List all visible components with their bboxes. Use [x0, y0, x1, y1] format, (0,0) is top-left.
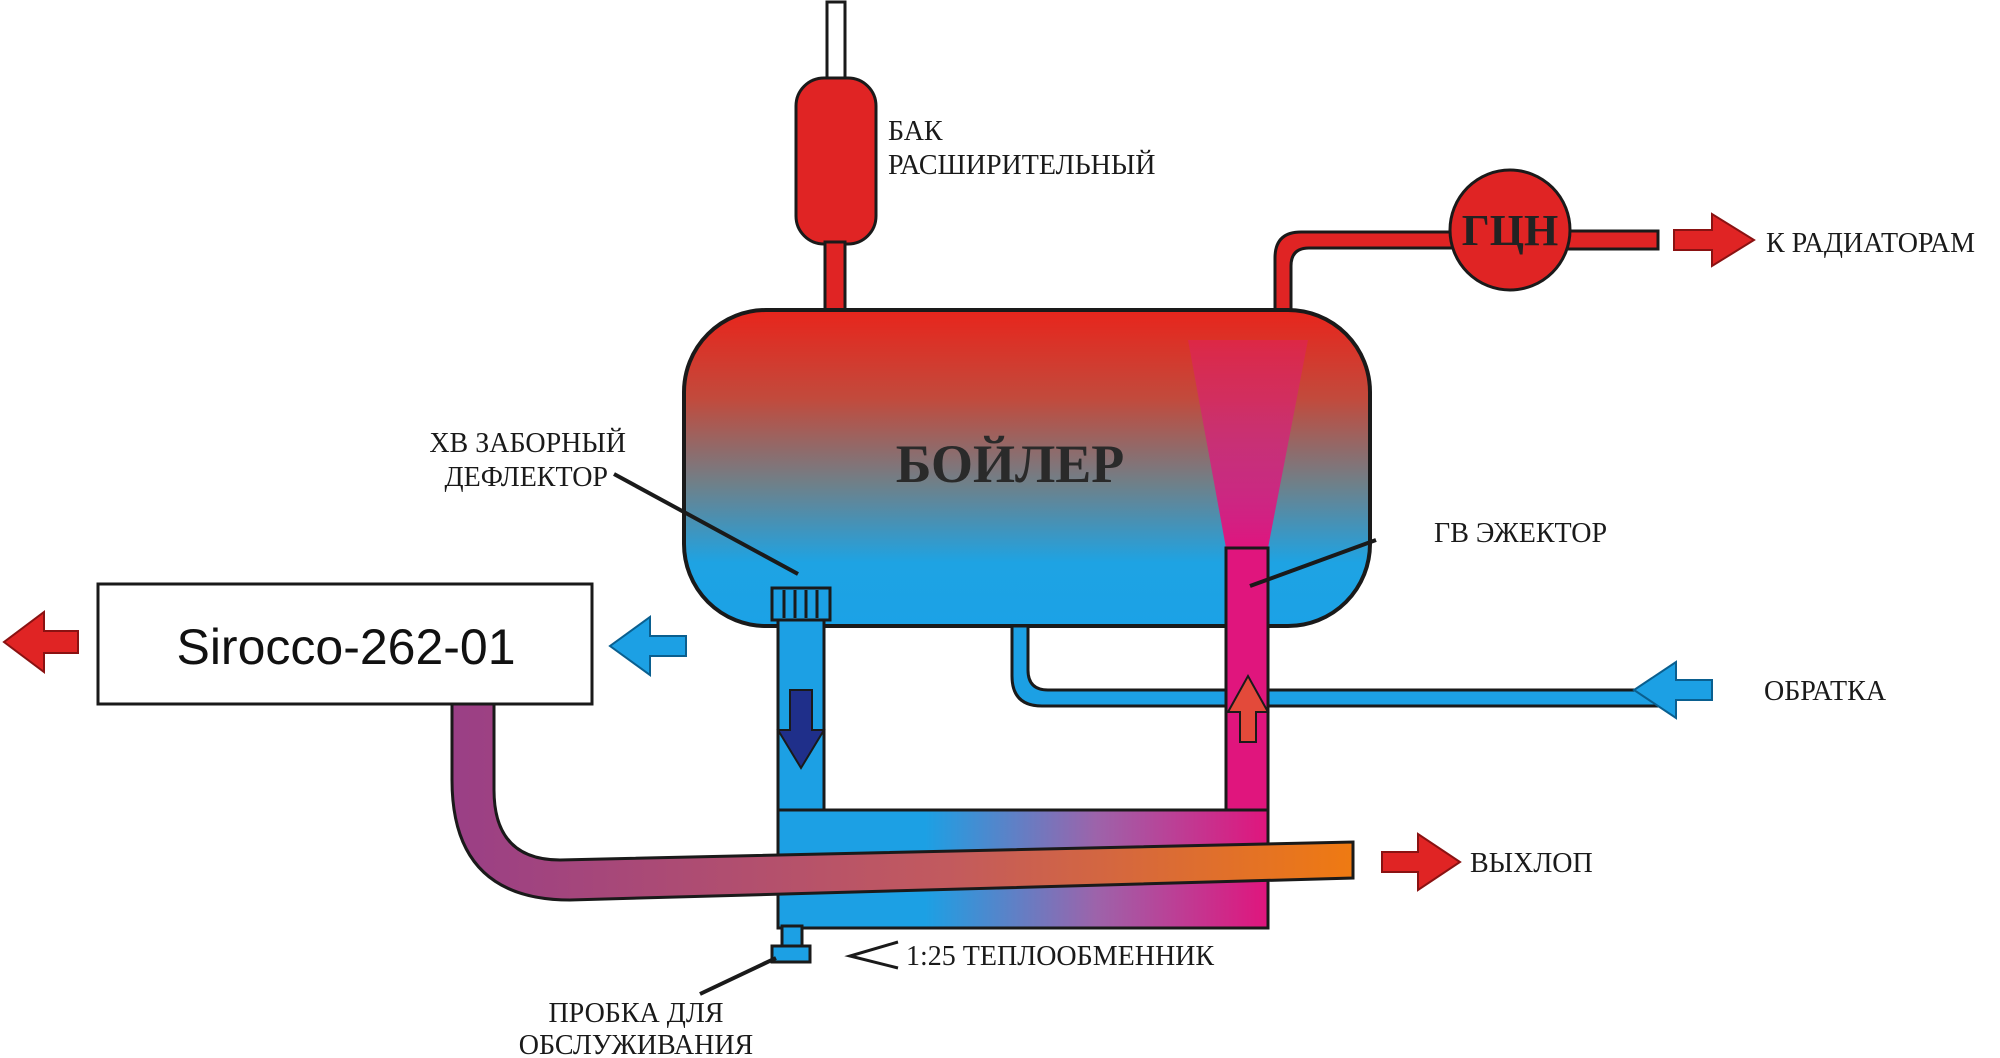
heater-unit-box	[96, 582, 594, 706]
heater-unit: Sirocco-262-01	[96, 582, 594, 706]
intake-deflector	[770, 586, 832, 622]
heat-exchanger-label: 1:25 ТЕПЛООБМЕННИК	[906, 941, 1214, 972]
deflector-leader-line	[613, 472, 799, 576]
hot-flow-arrow	[2, 610, 79, 674]
ejector-leader-line	[1249, 538, 1377, 588]
heat-exchanger-pointer	[844, 940, 899, 970]
hot-supply-pipe	[1273, 230, 1462, 314]
down-flow-arrow	[776, 689, 826, 770]
ejector-plume	[1188, 340, 1308, 548]
circulation-pump	[1448, 168, 1572, 292]
pump-outlet-pipe	[1558, 229, 1660, 251]
hot-flow-arrow	[1381, 832, 1462, 892]
pump-label: ГЦН	[1462, 206, 1558, 255]
boiler: БОЙЛЕР	[682, 308, 1372, 628]
heater-unit-label: Sirocco-262-01	[176, 619, 515, 675]
up-flow-arrow	[1226, 673, 1270, 743]
pump-line: ГЦН	[1273, 168, 1660, 314]
service-plug-label: ОБСЛУЖИВАНИЯ	[519, 1030, 753, 1058]
plug-leader-line	[699, 956, 777, 996]
boiler-label: БОЙЛЕР	[896, 434, 1125, 494]
cold-intake	[770, 586, 832, 818]
service-plug-cap	[770, 944, 812, 964]
return-line	[1010, 624, 1662, 708]
expansion-tank	[794, 0, 878, 314]
ejector-label: ГВ ЭЖЕКТОР	[1434, 518, 1607, 549]
hot-ejector	[1224, 546, 1270, 818]
deflector-label: ДЕФЛЕКТОР	[444, 462, 608, 493]
expansion-tank-body	[794, 76, 878, 246]
cold-flow-arrow	[608, 615, 687, 677]
cold-flow-arrow	[1632, 660, 1713, 720]
exhaust-pipe	[450, 702, 1355, 902]
expansion-tank-label: БАК	[888, 116, 943, 147]
ejector-pipe	[1224, 546, 1270, 818]
expansion-tank-label: РАСШИРИТЕЛЬНЫЙ	[888, 150, 1156, 181]
expansion-tank-pipe	[823, 240, 847, 314]
to-radiators-label: К РАДИАТОРАМ	[1766, 228, 1975, 259]
return-label: ОБРАТКА	[1764, 676, 1887, 707]
deflector-label: ХВ ЗАБОРНЫЙ	[429, 428, 626, 459]
return-pipe	[1010, 624, 1662, 708]
expansion-tank-vent	[825, 0, 847, 86]
service-plug-label: ПРОБКА ДЛЯ	[548, 998, 723, 1029]
exhaust-label: ВЫХЛОП	[1470, 848, 1593, 879]
hot-flow-arrow	[1673, 212, 1756, 268]
exhaust	[450, 702, 1355, 902]
